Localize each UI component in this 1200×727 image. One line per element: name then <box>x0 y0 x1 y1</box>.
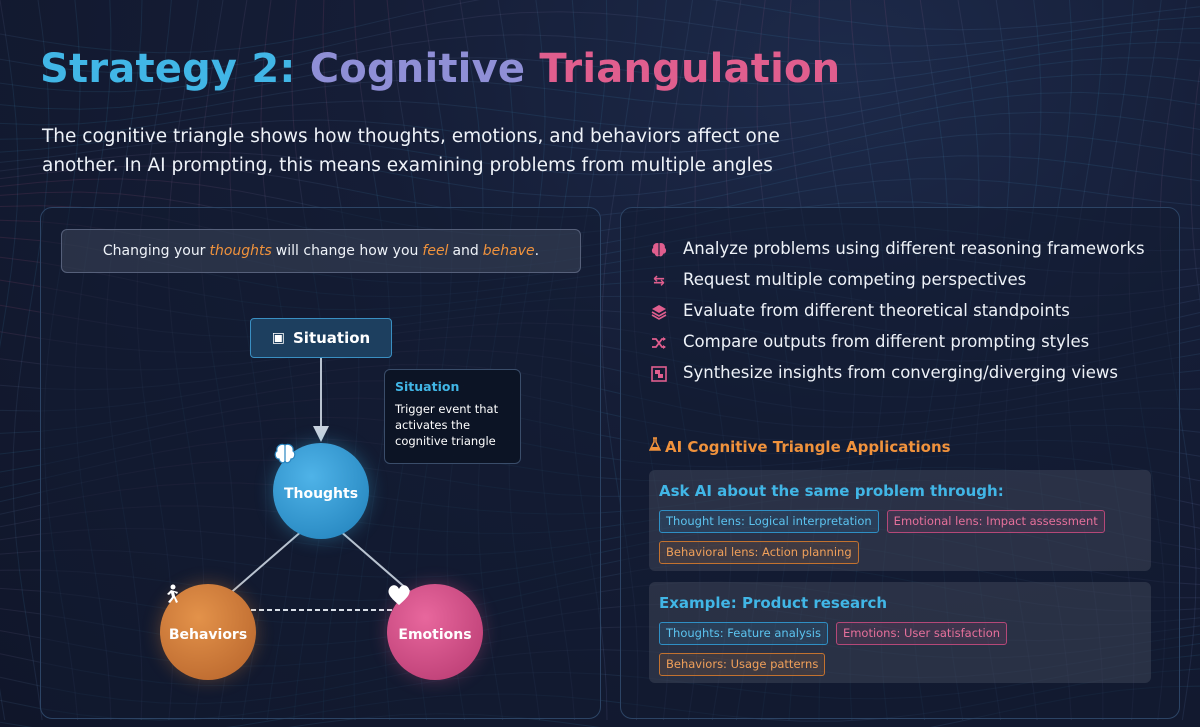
quote-middle: will change how you <box>275 243 419 259</box>
list-item: Synthesize insights from converging/dive… <box>649 362 1159 384</box>
card-title: Ask AI about the same problem through: <box>659 482 1004 500</box>
title-part-cognitive: Cognitive <box>309 46 526 92</box>
thoughts-label: Thoughts <box>283 486 359 502</box>
mesh-line <box>0 11 1200 74</box>
mesh-line <box>0 27 1200 93</box>
mesh-line <box>0 0 1200 54</box>
tag-emotions: Emotions: User satisfaction <box>835 622 1008 645</box>
swap-arrows-icon: ⇆ <box>653 273 665 289</box>
mesh-line <box>0 0 19 721</box>
mesh-line <box>12 0 50 721</box>
tag-thoughts: Thoughts: Feature analysis <box>659 622 828 645</box>
layers-icon <box>649 302 669 322</box>
list-item: Compare outputs from different prompting… <box>649 331 1159 353</box>
quote-banner: Changing your thoughts will change how y… <box>61 229 581 273</box>
shuffle-icon <box>649 333 669 353</box>
brain-icon <box>649 240 669 260</box>
card-title: Example: Product research <box>659 594 888 612</box>
cube-icon: ▣ <box>271 330 285 346</box>
feature-text: Analyze problems using different reasoni… <box>683 239 1145 258</box>
quote-prefix: Changing your <box>102 243 206 259</box>
page-subtitle: The cognitive triangle shows how thought… <box>42 126 780 176</box>
feature-text: Compare outputs from different prompting… <box>683 332 1090 351</box>
strategy-details-panel: Analyze problems using different reasoni… <box>620 207 1180 719</box>
behaviors-node[interactable]: Behaviors <box>160 584 256 680</box>
cognitive-triangle-panel: Changing your thoughts will change how y… <box>40 207 601 719</box>
mesh-line <box>0 91 1200 153</box>
situation-node[interactable]: ▣ Situation <box>250 318 392 358</box>
thoughts-node[interactable]: Thoughts <box>273 443 369 539</box>
feature-text: Evaluate from different theoretical stan… <box>683 301 1070 320</box>
mesh-line <box>0 111 1200 176</box>
cognitive-triangle-diagram: ▣ Situation Situation Trigger event that… <box>41 208 600 718</box>
tag-behavioral-lens: Behavioral lens: Action planning <box>659 541 859 564</box>
tooltip-title: Situation <box>395 379 460 394</box>
title-part-strategy: Strategy 2: <box>40 46 296 92</box>
feature-text: Request multiple competing perspectives <box>683 270 1027 289</box>
flask-icon <box>648 437 662 456</box>
object-group-icon <box>649 364 669 384</box>
emotions-node[interactable]: Emotions <box>387 584 483 680</box>
quote-and: and <box>452 243 479 259</box>
tag-thought-lens: Thought lens: Logical interpretation <box>659 510 879 533</box>
mesh-line <box>0 41 1200 110</box>
application-card: Example: Product research Thoughts: Feat… <box>649 582 1151 683</box>
applications-heading-text: AI Cognitive Triangle Applications <box>665 437 951 456</box>
feature-list: Analyze problems using different reasoni… <box>649 238 1159 393</box>
situation-tooltip: Situation Trigger event that activates t… <box>384 369 521 464</box>
applications-heading: AI Cognitive Triangle Applications <box>648 437 951 456</box>
emotions-label: Emotions <box>398 627 472 643</box>
page-title: Strategy 2: Cognitive Triangulation <box>40 46 840 92</box>
title-part-triangulation: Triangulation <box>539 46 841 92</box>
list-item: Evaluate from different theoretical stan… <box>649 300 1159 322</box>
feature-text: Synthesize insights from converging/dive… <box>683 363 1118 382</box>
tag-behaviors: Behaviors: Usage patterns <box>659 653 826 676</box>
quote-highlight-feel: feel <box>422 243 449 259</box>
list-item: Analyze problems using different reasoni… <box>649 238 1159 260</box>
tag-list: Thought lens: Logical interpretation Emo… <box>659 510 1141 564</box>
mesh-line <box>1190 66 1200 304</box>
quote-suffix: . <box>534 243 540 259</box>
quote-highlight-thoughts: thoughts <box>209 243 272 259</box>
tooltip-text: Trigger event that activates the cogniti… <box>395 402 499 448</box>
application-card: Ask AI about the same problem through: T… <box>649 470 1151 571</box>
mesh-line <box>0 73 1200 140</box>
mesh-line <box>0 57 1200 126</box>
mesh-line <box>0 132 1200 198</box>
list-item: ⇆ Request multiple competing perspective… <box>649 269 1159 291</box>
behaviors-label: Behaviors <box>168 627 248 643</box>
tag-emotional-lens: Emotional lens: Impact assessment <box>886 510 1105 533</box>
quote-highlight-behave: behave <box>482 243 535 259</box>
situation-label: Situation <box>293 329 371 347</box>
tag-list: Thoughts: Feature analysis Emotions: Use… <box>659 622 1141 676</box>
